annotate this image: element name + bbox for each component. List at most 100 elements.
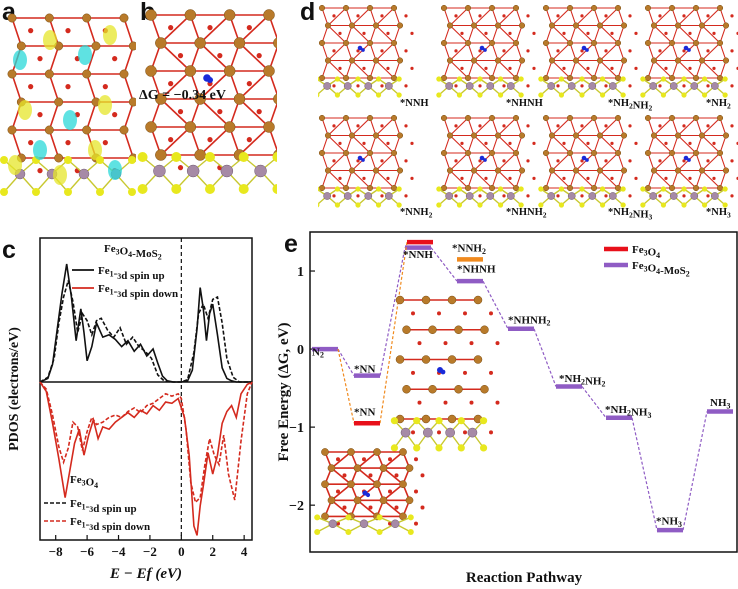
fe-o-bond — [199, 42, 231, 72]
iron-atom — [464, 149, 472, 157]
oxygen-atom — [580, 84, 584, 88]
oxygen-atom — [454, 124, 458, 128]
fe-o-bond — [491, 7, 499, 26]
sulfur-atom — [435, 417, 443, 425]
x-tick-label: −4 — [112, 544, 126, 559]
oxygen-atom — [556, 194, 560, 198]
oxygen-atom — [556, 14, 560, 18]
iron-atom — [548, 132, 556, 139]
fe-o-bond — [321, 117, 329, 136]
fe-o-bond — [467, 135, 475, 154]
sulfur-atom — [722, 92, 728, 98]
oxygen-atom — [484, 141, 488, 145]
iron-atom — [44, 125, 54, 135]
intermediate-label: *NNH — [400, 98, 429, 109]
molybdenum-atom — [323, 82, 331, 90]
panel-a-charge-density — [0, 13, 136, 196]
molybdenum-atom — [649, 192, 657, 200]
iron-atom — [698, 132, 706, 139]
crystal-structure — [436, 4, 536, 98]
oxygen-atom — [658, 49, 662, 53]
fe-o-bond — [330, 483, 352, 501]
fe-o-bond — [569, 152, 577, 171]
iron-atom — [263, 121, 275, 133]
fe-o-bond — [593, 170, 601, 189]
iron-atom — [674, 167, 682, 174]
oxygen-atom — [634, 66, 638, 70]
fe-o-bond — [617, 170, 625, 189]
oxygen-atom — [730, 14, 734, 18]
oxygen-atom — [246, 81, 252, 87]
top-system-title: Fe3O4-MoS2 — [104, 243, 162, 261]
sulfur-atom — [518, 76, 524, 82]
sulfur-atom — [599, 186, 606, 192]
iron-atom — [674, 132, 682, 139]
fe-o-bond — [393, 7, 401, 26]
isosurface-lobe — [33, 140, 47, 160]
iron-atom — [353, 464, 362, 472]
nitrogen-atom — [357, 155, 363, 161]
molybdenum-atom — [220, 164, 234, 178]
fe-o-bond — [569, 25, 577, 44]
iron-atom — [318, 39, 326, 47]
iron-atom — [614, 149, 622, 157]
crystal-structure — [137, 9, 277, 194]
oxygen-atom — [102, 84, 108, 90]
oxygen-atom — [469, 341, 474, 346]
crystal-structure — [538, 4, 638, 98]
iron-atom — [324, 167, 332, 174]
sulfur-atom — [345, 529, 352, 536]
isosurface-lobe — [13, 50, 27, 70]
molybdenum-atom — [711, 192, 719, 200]
iron-atom — [342, 4, 350, 12]
fe-o-bond — [160, 14, 191, 44]
fe-o-bond — [467, 42, 475, 61]
oxygen-atom — [628, 159, 632, 163]
oxygen-atom — [404, 14, 408, 18]
oxygen-atom — [420, 505, 425, 510]
molybdenum-atom — [690, 192, 699, 200]
legend-label-spin-down-fe3o4: Fe1-3d spin down — [70, 516, 150, 533]
oxygen-atom — [556, 124, 560, 128]
iron-atom — [596, 57, 604, 64]
iron-atom — [184, 121, 197, 133]
iron-atom — [119, 125, 129, 135]
sulfur-atom — [334, 186, 341, 192]
fe-o-bond — [393, 152, 401, 171]
fe-o-bond — [443, 7, 451, 26]
sulfur-atom — [96, 188, 104, 196]
molybdenum-atom — [254, 164, 267, 178]
iron-atom — [390, 39, 398, 47]
oxygen-atom — [380, 84, 384, 88]
pdos-curve — [39, 381, 253, 504]
fe-o-bond — [491, 170, 499, 189]
iron-atom — [447, 295, 457, 305]
iron-atom — [128, 97, 136, 107]
fe-o-bond — [369, 135, 377, 154]
oxygen-atom — [217, 109, 223, 115]
iron-atom — [440, 184, 448, 192]
molybdenum-atom — [609, 192, 617, 200]
pdos-curve — [39, 381, 253, 536]
sulfur-atom — [272, 184, 277, 194]
iron-atom — [446, 167, 454, 174]
sulfur-atom — [681, 202, 687, 208]
nitrogen-atom — [440, 369, 446, 375]
iron-atom — [396, 167, 404, 174]
x-tick-label: 4 — [241, 544, 248, 559]
fe-o-bond — [677, 42, 697, 61]
intermediate-label: *NH2NH2 — [608, 98, 653, 113]
crystal-structure — [314, 448, 425, 536]
molybdenum-atom — [364, 192, 373, 200]
fe-o-bond — [467, 7, 475, 26]
sulfur-atom — [640, 76, 646, 82]
oxygen-atom — [604, 159, 608, 163]
oxygen-atom — [460, 66, 464, 70]
oxygen-atom — [580, 159, 584, 163]
legend-label-spin-down: Fe1-3d spin down — [98, 283, 178, 300]
y-axis-label: Free Energy (ΔG, eV) — [276, 322, 292, 461]
nitrogen-atom — [683, 155, 689, 161]
iron-atom — [488, 39, 496, 47]
iron-atom — [488, 4, 496, 12]
